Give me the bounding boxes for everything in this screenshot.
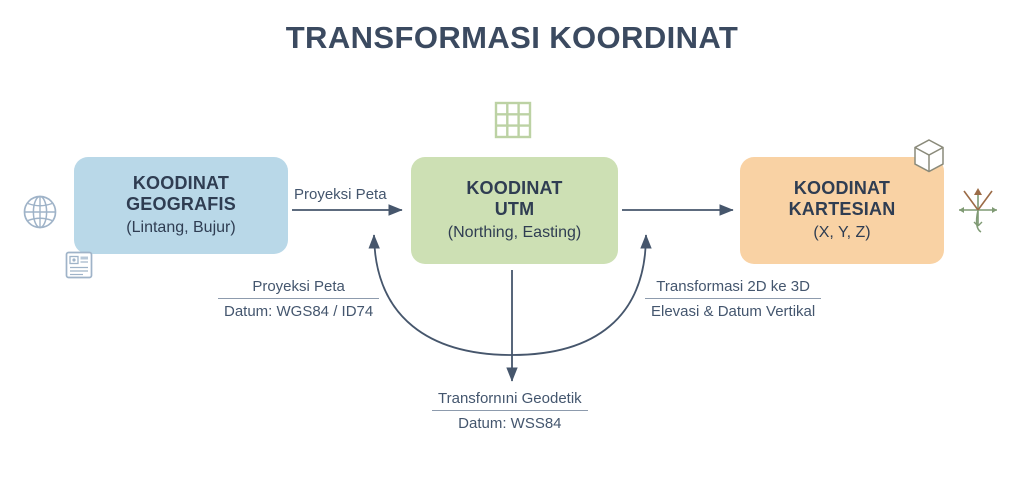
node-koordinat-geografis[interactable]: KOODINAT GEOGRAFIS (Lintang, Bujur) (74, 157, 288, 254)
node-koordinat-utm[interactable]: KOODINAT UTM (Northing, Easting) (411, 157, 618, 264)
node-koordinat-kartesian[interactable]: KOODINAT KARTESIAN (X, Y, Z) (740, 157, 944, 264)
edge-label-proyeksi-peta: Proyeksi Peta (294, 186, 387, 203)
node-geografis-subtitle: (Lintang, Bujur) (126, 219, 236, 237)
document-icon (64, 250, 94, 285)
annotation-bottom-divider (432, 410, 588, 411)
annotation-right-divider (645, 298, 822, 299)
annotation-bottom-title: Transfornıni Geodetik (438, 390, 582, 407)
node-kartesian-line2: KARTESIAN (788, 199, 896, 220)
annotation-bottom: Transfornıni Geodetik Datum: WSS84 (432, 390, 588, 432)
annotation-left: Proyeksi Peta Datum: WGS84 / ID74 (218, 278, 380, 320)
annotation-left-title: Proyeksi Peta (252, 278, 345, 295)
annotation-left-detail: Datum: WGS84 / ID74 (224, 303, 374, 320)
axes-icon (955, 182, 1001, 243)
node-kartesian-subtitle: (X, Y, Z) (813, 224, 871, 242)
node-kartesian-line1: KOODINAT (793, 178, 891, 199)
node-utm-subtitle: (Northing, Easting) (447, 224, 582, 242)
node-geografis-line2: GEOGRAFIS (126, 194, 236, 215)
grid-icon (494, 101, 532, 144)
annotation-bottom-detail: Datum: WSS84 (458, 415, 562, 432)
cube-icon (912, 138, 946, 179)
annotation-right: Transformasi 2D ke 3D Elevasi & Datum Ve… (645, 278, 822, 320)
node-utm-line1: KOODINAT (466, 178, 563, 199)
annotation-right-detail: Elevasi & Datum Vertikal (651, 303, 816, 320)
node-utm-line2: UTM (494, 199, 535, 220)
globe-icon (20, 192, 60, 237)
annotation-left-divider (218, 298, 380, 299)
annotation-right-title: Transformasi 2D ke 3D (656, 278, 810, 295)
node-geografis-line1: KOODINAT (132, 173, 230, 194)
page-title: TRANSFORMASI KOORDINAT (285, 20, 739, 55)
